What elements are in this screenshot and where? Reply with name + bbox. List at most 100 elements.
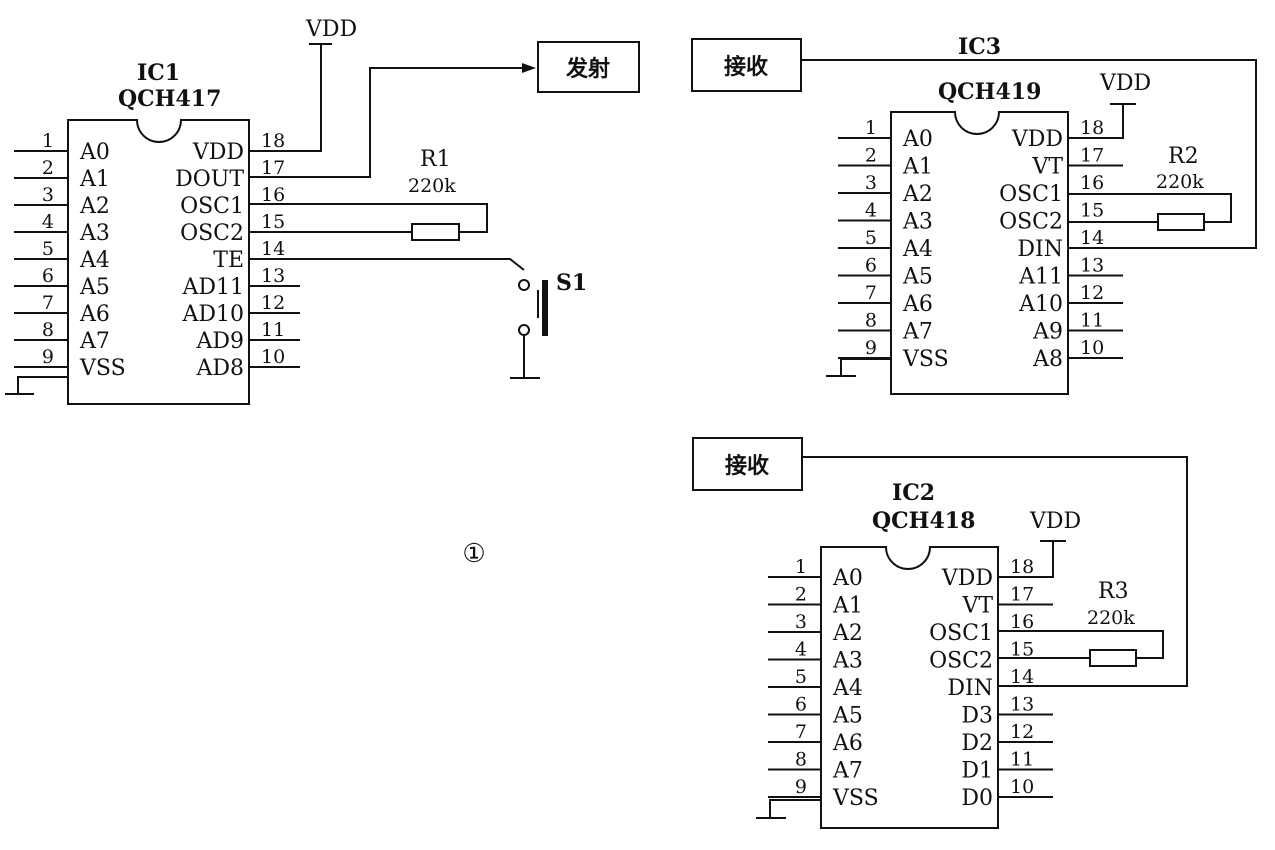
pin-label: DIN xyxy=(1017,237,1063,262)
pin-number: 13 xyxy=(1010,694,1034,716)
pin-label: DOUT xyxy=(175,167,244,192)
pin-label: A11 xyxy=(1018,265,1063,290)
pin-number: 9 xyxy=(865,337,877,359)
pin-label: D0 xyxy=(961,786,993,811)
pin-number: 12 xyxy=(1010,721,1034,743)
receive-box-ic2 xyxy=(692,437,803,491)
pin-label: OSC2 xyxy=(180,221,244,246)
pin-number: 14 xyxy=(261,238,285,260)
pin-label: AD9 xyxy=(195,329,244,354)
r2-name: R2 xyxy=(1168,144,1199,169)
pin-label: DIN xyxy=(947,676,993,701)
pin-number: 2 xyxy=(865,145,877,167)
r3-wire-a xyxy=(998,630,1164,659)
ic2-vss-wire xyxy=(769,799,821,818)
pin-label: A6 xyxy=(79,302,110,327)
ic3-vdd-wire xyxy=(1068,104,1124,139)
pin-number: 6 xyxy=(865,255,877,277)
pin-label: A2 xyxy=(79,194,110,219)
pin-label: AD10 xyxy=(181,302,244,327)
ic3-chip-body xyxy=(890,111,1069,395)
pin-label: A4 xyxy=(902,237,933,262)
ic1-vss-wire xyxy=(17,376,68,394)
pin-number: 8 xyxy=(795,749,807,771)
pin-label: A4 xyxy=(79,248,110,273)
dout-arrow-icon xyxy=(522,63,536,73)
pin-number: 16 xyxy=(261,184,285,206)
pin-number: 12 xyxy=(1080,282,1104,304)
pin-number: 15 xyxy=(261,211,285,233)
pin-number: 15 xyxy=(1080,200,1104,222)
pin-number: 1 xyxy=(865,117,877,139)
pin-label: TE xyxy=(213,248,244,273)
pin-number: 11 xyxy=(1080,310,1104,332)
pin-number: 5 xyxy=(865,227,877,249)
transmit-box-label: 发射 xyxy=(565,56,610,82)
pin-label: D3 xyxy=(961,704,993,729)
pin-number: 7 xyxy=(42,292,54,314)
pin-label: VDD xyxy=(1011,127,1063,152)
pin-number: 9 xyxy=(42,346,54,368)
pin-label: AD11 xyxy=(181,275,244,300)
ic2-din-wire xyxy=(802,456,1188,687)
pin-number: 5 xyxy=(42,238,54,260)
pin-label: A7 xyxy=(79,329,110,354)
pin-number: 16 xyxy=(1080,172,1104,194)
pin-label: A3 xyxy=(79,221,110,246)
r2-wire-a xyxy=(1068,193,1232,223)
pin-number: 5 xyxy=(795,666,807,688)
pin-number: 9 xyxy=(795,776,807,798)
pin-number: 11 xyxy=(1010,749,1034,771)
pin-label: VT xyxy=(1031,155,1063,180)
ic3-din-wire xyxy=(801,59,1257,249)
s1-contact-bottom xyxy=(518,324,530,336)
pin-label: A1 xyxy=(902,155,933,180)
figure-number: ① xyxy=(462,539,485,569)
pin-label: A10 xyxy=(1018,292,1063,317)
pin-number: 18 xyxy=(1080,117,1104,139)
r3-name: R3 xyxy=(1098,579,1129,604)
pin-label: OSC1 xyxy=(999,182,1063,207)
pin-number: 10 xyxy=(1080,337,1104,359)
ic2-chip-body xyxy=(820,546,999,829)
pin-number: 11 xyxy=(261,319,285,341)
pin-label: A5 xyxy=(832,704,863,729)
ic2-right-pins: 18VDD17VT16OSC115OSC214DIN13D312D211D110… xyxy=(929,556,1053,811)
ic1-name: IC1 xyxy=(137,60,180,86)
r1-name: R1 xyxy=(420,147,451,172)
r3-value: 220k xyxy=(1087,607,1135,629)
ic1-right-pins: 18VDD17DOUT16OSC115OSC214TE13AD1112AD101… xyxy=(175,130,300,381)
pin-number: 13 xyxy=(261,265,285,287)
pin-number: 8 xyxy=(42,319,54,341)
pin-number: 17 xyxy=(1010,584,1034,606)
pin-label: A7 xyxy=(902,320,933,345)
pin-label: A5 xyxy=(902,265,933,290)
pin-label: VDD xyxy=(941,566,993,591)
ic2-name: IC2 xyxy=(892,480,935,506)
pin-number: 2 xyxy=(42,157,54,179)
pin-number: 12 xyxy=(261,292,285,314)
ic1-vdd-wire xyxy=(249,44,322,152)
pin-number: 4 xyxy=(795,639,807,661)
pin-label: A3 xyxy=(902,210,933,235)
pin-number: 3 xyxy=(42,184,54,206)
pin-label: A3 xyxy=(832,649,863,674)
pin-label: A5 xyxy=(79,275,110,300)
ic3-name: IC3 xyxy=(958,34,1001,60)
pin-number: 1 xyxy=(42,130,54,152)
pin-number: 14 xyxy=(1010,666,1034,688)
ic3-part: QCH419 xyxy=(938,79,1041,105)
pin-number: 16 xyxy=(1010,611,1034,633)
pin-number: 18 xyxy=(261,130,285,152)
s1-contact-top xyxy=(518,279,530,291)
s1-label: S1 xyxy=(556,270,587,296)
pin-label: A2 xyxy=(832,621,863,646)
pin-label: A7 xyxy=(832,759,863,784)
pin-label: OSC1 xyxy=(929,621,993,646)
pin-label: A6 xyxy=(902,292,933,317)
pin-label: A1 xyxy=(79,167,110,192)
